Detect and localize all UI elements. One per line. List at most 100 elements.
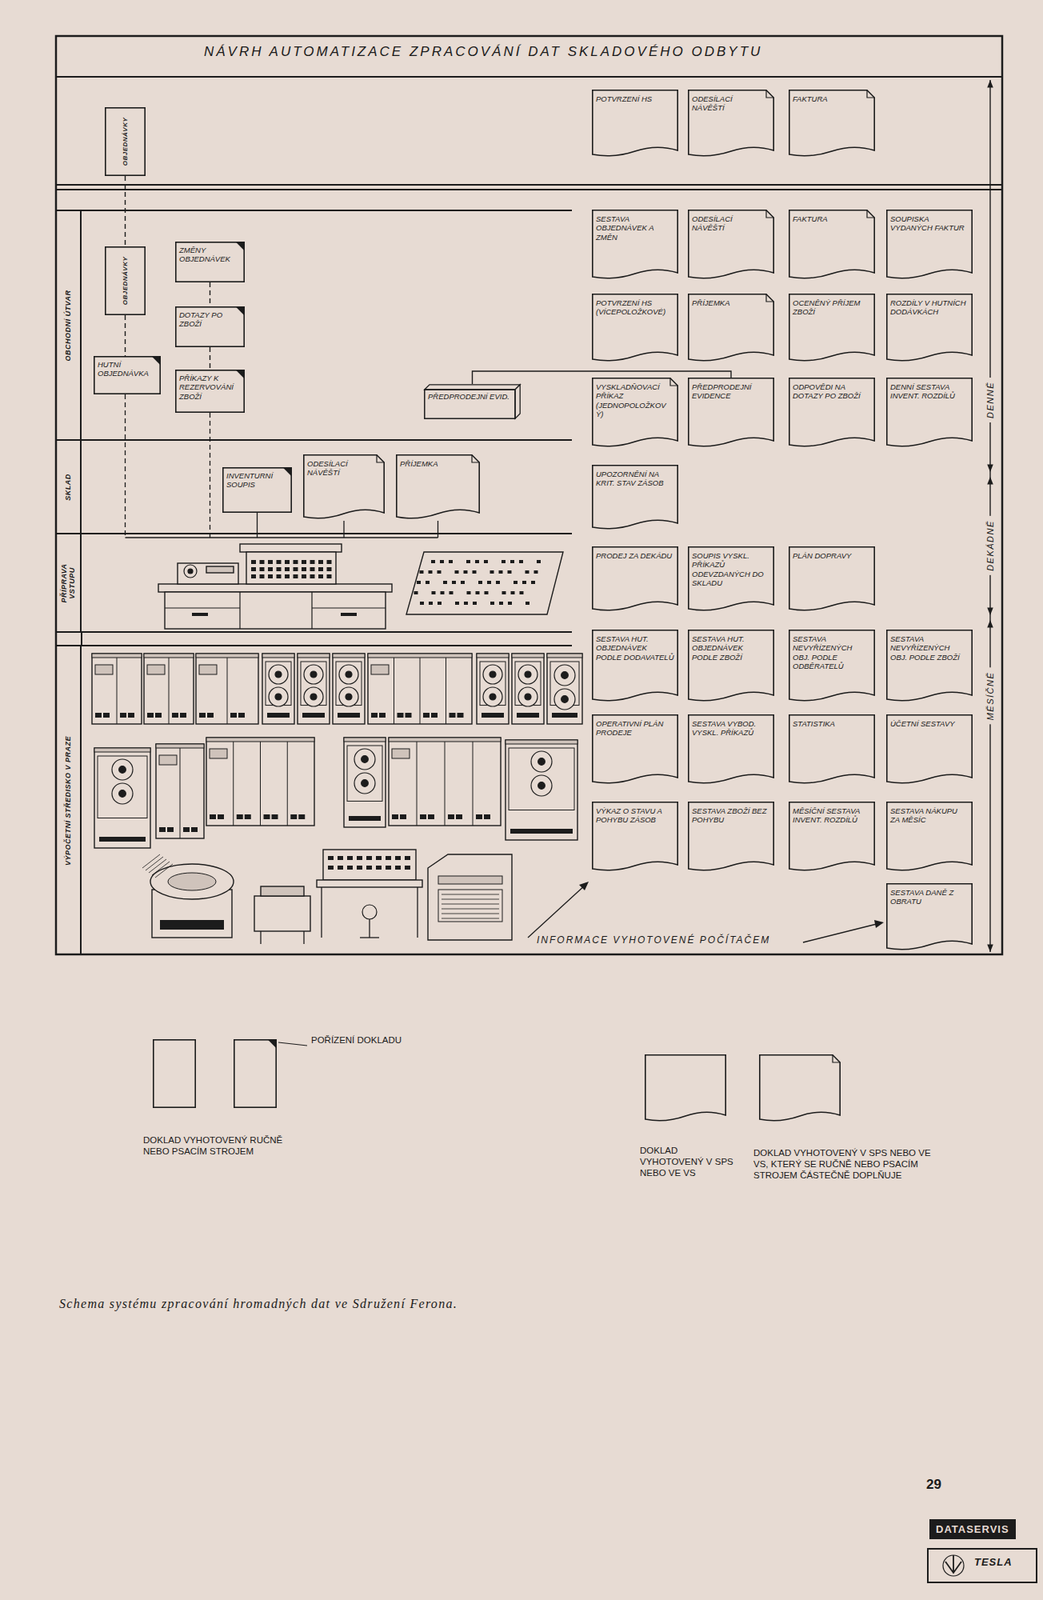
computer-centre-illustration	[171, 712, 179, 718]
input-preparation-illustration	[293, 574, 299, 579]
period-axis	[987, 619, 994, 628]
computer-centre-illustration	[298, 814, 305, 820]
document-symbol: HUTNÍ OBJEDNÁVKA	[93, 355, 161, 395]
computer-centre-illustration	[116, 657, 118, 724]
computer-centre-illustration	[447, 814, 455, 820]
computer-centre-illustration	[393, 657, 395, 724]
legend-symbol	[645, 1054, 726, 1121]
flow-line	[124, 315, 126, 356]
computer-centre-illustration	[354, 772, 376, 794]
frame	[55, 183, 1003, 186]
band-label: OBCHODNÍ ÚTVAR	[63, 289, 72, 361]
input-preparation-illustration	[490, 601, 495, 605]
document-symbol: STATISTIKA	[788, 714, 876, 786]
computer-centre-illustration	[191, 827, 198, 832]
computer-centre-illustration	[391, 748, 410, 759]
text-block: OCENĚNÝ PŘÍJEM ZBOŽÍ	[792, 298, 872, 317]
swimlane-band: VÝPOČETNÍ STŘEDISKO V PRAZE	[55, 644, 572, 955]
publisher-logo: DATASERVIS	[929, 1518, 1016, 1539]
input-preparation-illustration	[301, 559, 307, 564]
computer-centre-illustration	[259, 741, 261, 826]
computer-centre-illustration	[371, 712, 378, 718]
document-outline	[688, 802, 774, 871]
flow-line	[209, 347, 211, 370]
computer-centre-illustration	[483, 814, 491, 820]
computer-centre-illustration	[481, 712, 504, 718]
document-label: OBJEDNÁVKY	[121, 117, 129, 167]
document-outline	[592, 547, 678, 611]
input-preparation-illustration	[425, 580, 430, 584]
document-symbol: SESTAVA VYBOD. VYSKL. PŘÍKAZŮ	[687, 714, 775, 786]
document-symbol: OPERATIVNÍ PLÁN PRODEJE	[591, 714, 679, 786]
computer-centre-illustration	[441, 894, 500, 896]
computer-centre-illustration	[367, 653, 472, 658]
computer-centre-illustration	[332, 653, 365, 658]
legend-symbol	[153, 1039, 196, 1107]
document-outline	[592, 630, 678, 701]
computer-centre-illustration	[209, 814, 216, 820]
legend-symbol	[645, 1054, 726, 1121]
input-preparation-illustration	[431, 591, 436, 595]
input-preparation-illustration	[428, 601, 433, 605]
figure-caption: Schema systému zpracování hromadných dat…	[59, 1295, 540, 1311]
computer-centre-illustration	[444, 741, 446, 826]
document-label: ROZDÍLY V HUTNÍCH DODÁVKÁCH	[890, 298, 969, 317]
input-preparation-illustration	[251, 559, 256, 564]
computer-centre-illustration	[441, 913, 500, 915]
input-preparation-illustration	[440, 591, 445, 595]
computer-centre-illustration	[547, 653, 583, 724]
document-symbol: ÚČETNÍ SESTAVY	[886, 714, 973, 786]
document-outline	[592, 90, 678, 156]
computer-centre-illustration	[263, 814, 271, 820]
document-outline	[789, 294, 875, 361]
document-label: DOTAZY PO ZBOŽÍ	[179, 310, 236, 329]
computer-centre-illustration	[199, 664, 217, 675]
document-outline	[789, 547, 875, 611]
input-preparation-illustration	[311, 591, 312, 629]
input-preparation-illustration	[502, 591, 507, 595]
input-preparation-illustration	[301, 567, 307, 572]
input-preparation-illustration	[284, 574, 290, 579]
computer-centre-illustration	[385, 855, 392, 860]
document-outline	[887, 715, 972, 784]
text-block: ODESÍLACÍ NÁVĚŠTÍ	[307, 459, 376, 478]
computer-centre-illustration	[168, 657, 170, 724]
computer-centre-illustration	[155, 743, 204, 839]
computer-centre-illustration	[551, 712, 578, 718]
document-outline	[283, 467, 292, 476]
computer-centre-illustration	[441, 903, 500, 905]
document-label: ODESÍLACÍ NÁVĚŠTÍ	[691, 214, 766, 233]
computer-centre-illustration	[183, 827, 190, 832]
document-outline	[766, 294, 774, 302]
computer-centre-illustration	[332, 653, 365, 724]
document-outline	[592, 715, 678, 784]
computer-centre-illustration	[505, 739, 578, 744]
text-block: PŘEDPRODEJNÍ EVID.	[427, 391, 512, 401]
document-symbol: SOUPISKA VYDANÝCH FAKTUR	[886, 209, 973, 281]
computer-centre-illustration	[303, 664, 324, 684]
computer-centre-illustration	[327, 855, 334, 860]
input-preparation-illustration	[449, 591, 454, 595]
document-outline	[766, 90, 774, 98]
input-preparation-illustration	[475, 591, 480, 595]
document-symbol: INVENTURNÍ SOUPIS	[222, 467, 292, 513]
document-symbol: SESTAVA DANĚ Z OBRATU	[886, 883, 973, 952]
input-preparation-illustration	[490, 570, 495, 574]
document-outline	[766, 210, 774, 218]
document-label: SESTAVA DANĚ Z OBRATU	[890, 887, 969, 907]
computer-centre-illustration	[155, 863, 173, 878]
computer-centre-illustration	[275, 693, 282, 700]
document-outline	[396, 455, 480, 519]
document-outline	[175, 242, 244, 282]
feed-line	[125, 536, 439, 538]
flow-line	[124, 175, 126, 247]
text-block: ROZDÍLY V HUTNÍCH DODÁVKÁCH	[890, 298, 969, 317]
document-label: PRODEJ ZA DEKÁDU	[595, 551, 675, 560]
computer-centre-illustration	[337, 855, 344, 860]
input-preparation-illustration	[191, 612, 208, 616]
computer-centre-illustration	[91, 653, 583, 944]
document-outline	[592, 465, 678, 529]
computer-centre-illustration	[561, 695, 569, 704]
document-outline	[515, 384, 520, 419]
